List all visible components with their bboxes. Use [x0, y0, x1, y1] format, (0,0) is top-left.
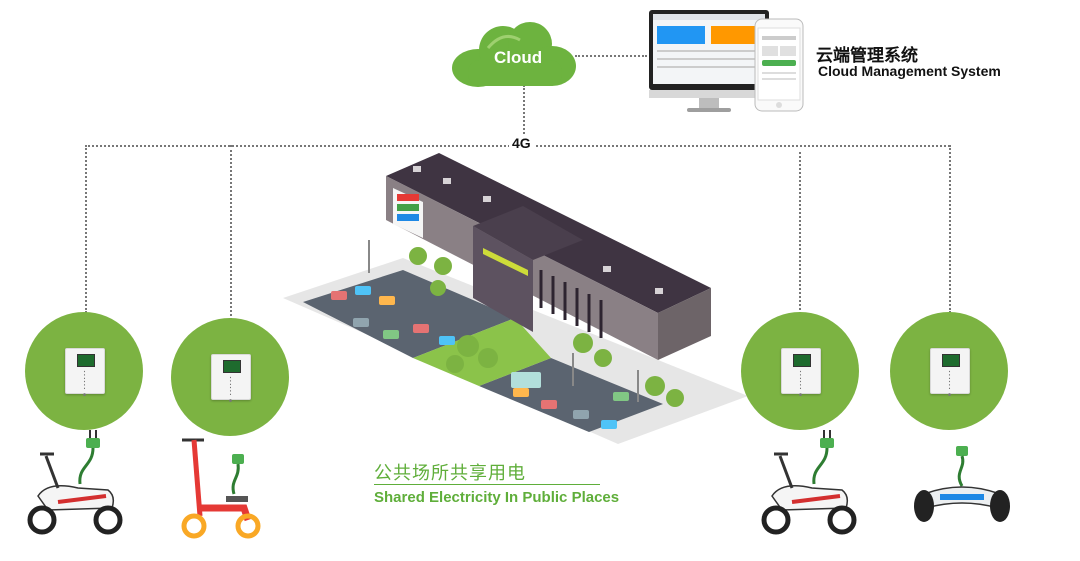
drop-line-1 — [85, 145, 87, 313]
cloud-label: Cloud — [494, 48, 543, 67]
hoverboard-icon — [914, 446, 1010, 522]
cloud-icon — [452, 22, 576, 87]
caption-en: Shared Electricity In Public Places — [374, 489, 620, 506]
link-cloud-to-system — [575, 55, 647, 57]
system-title-cn: 云端管理系统 — [816, 46, 918, 66]
smart-socket-icon: ⋮ ⋮• — [211, 354, 251, 407]
smart-socket-icon: ⋮ ⋮• — [930, 348, 970, 401]
e-bike-icon — [761, 430, 857, 535]
caption-underline — [374, 484, 600, 485]
drop-line-2 — [230, 145, 232, 320]
drop-line-4 — [949, 145, 951, 313]
socket-station-1: ⋮ ⋮• — [25, 312, 143, 430]
shopping-mall-illustration — [283, 153, 748, 444]
phone-icon — [754, 18, 804, 112]
link-cloud-to-bus — [523, 85, 525, 145]
smart-socket-icon: ⋮ ⋮• — [781, 348, 821, 401]
drop-line-3 — [799, 152, 801, 314]
monitor-icon — [649, 10, 769, 112]
socket-station-3: ⋮ ⋮• — [741, 312, 859, 430]
system-title-en: Cloud Management System — [818, 63, 1001, 79]
e-bike-icon — [27, 430, 123, 535]
socket-station-4: ⋮ ⋮• — [890, 312, 1008, 430]
network-label: 4G — [509, 135, 534, 151]
caption-cn: 公共场所共享用电 — [374, 463, 526, 484]
kick-scooter-icon — [181, 438, 261, 539]
smart-socket-icon: ⋮ ⋮• — [65, 348, 105, 401]
socket-station-2: ⋮ ⋮• — [171, 318, 289, 436]
